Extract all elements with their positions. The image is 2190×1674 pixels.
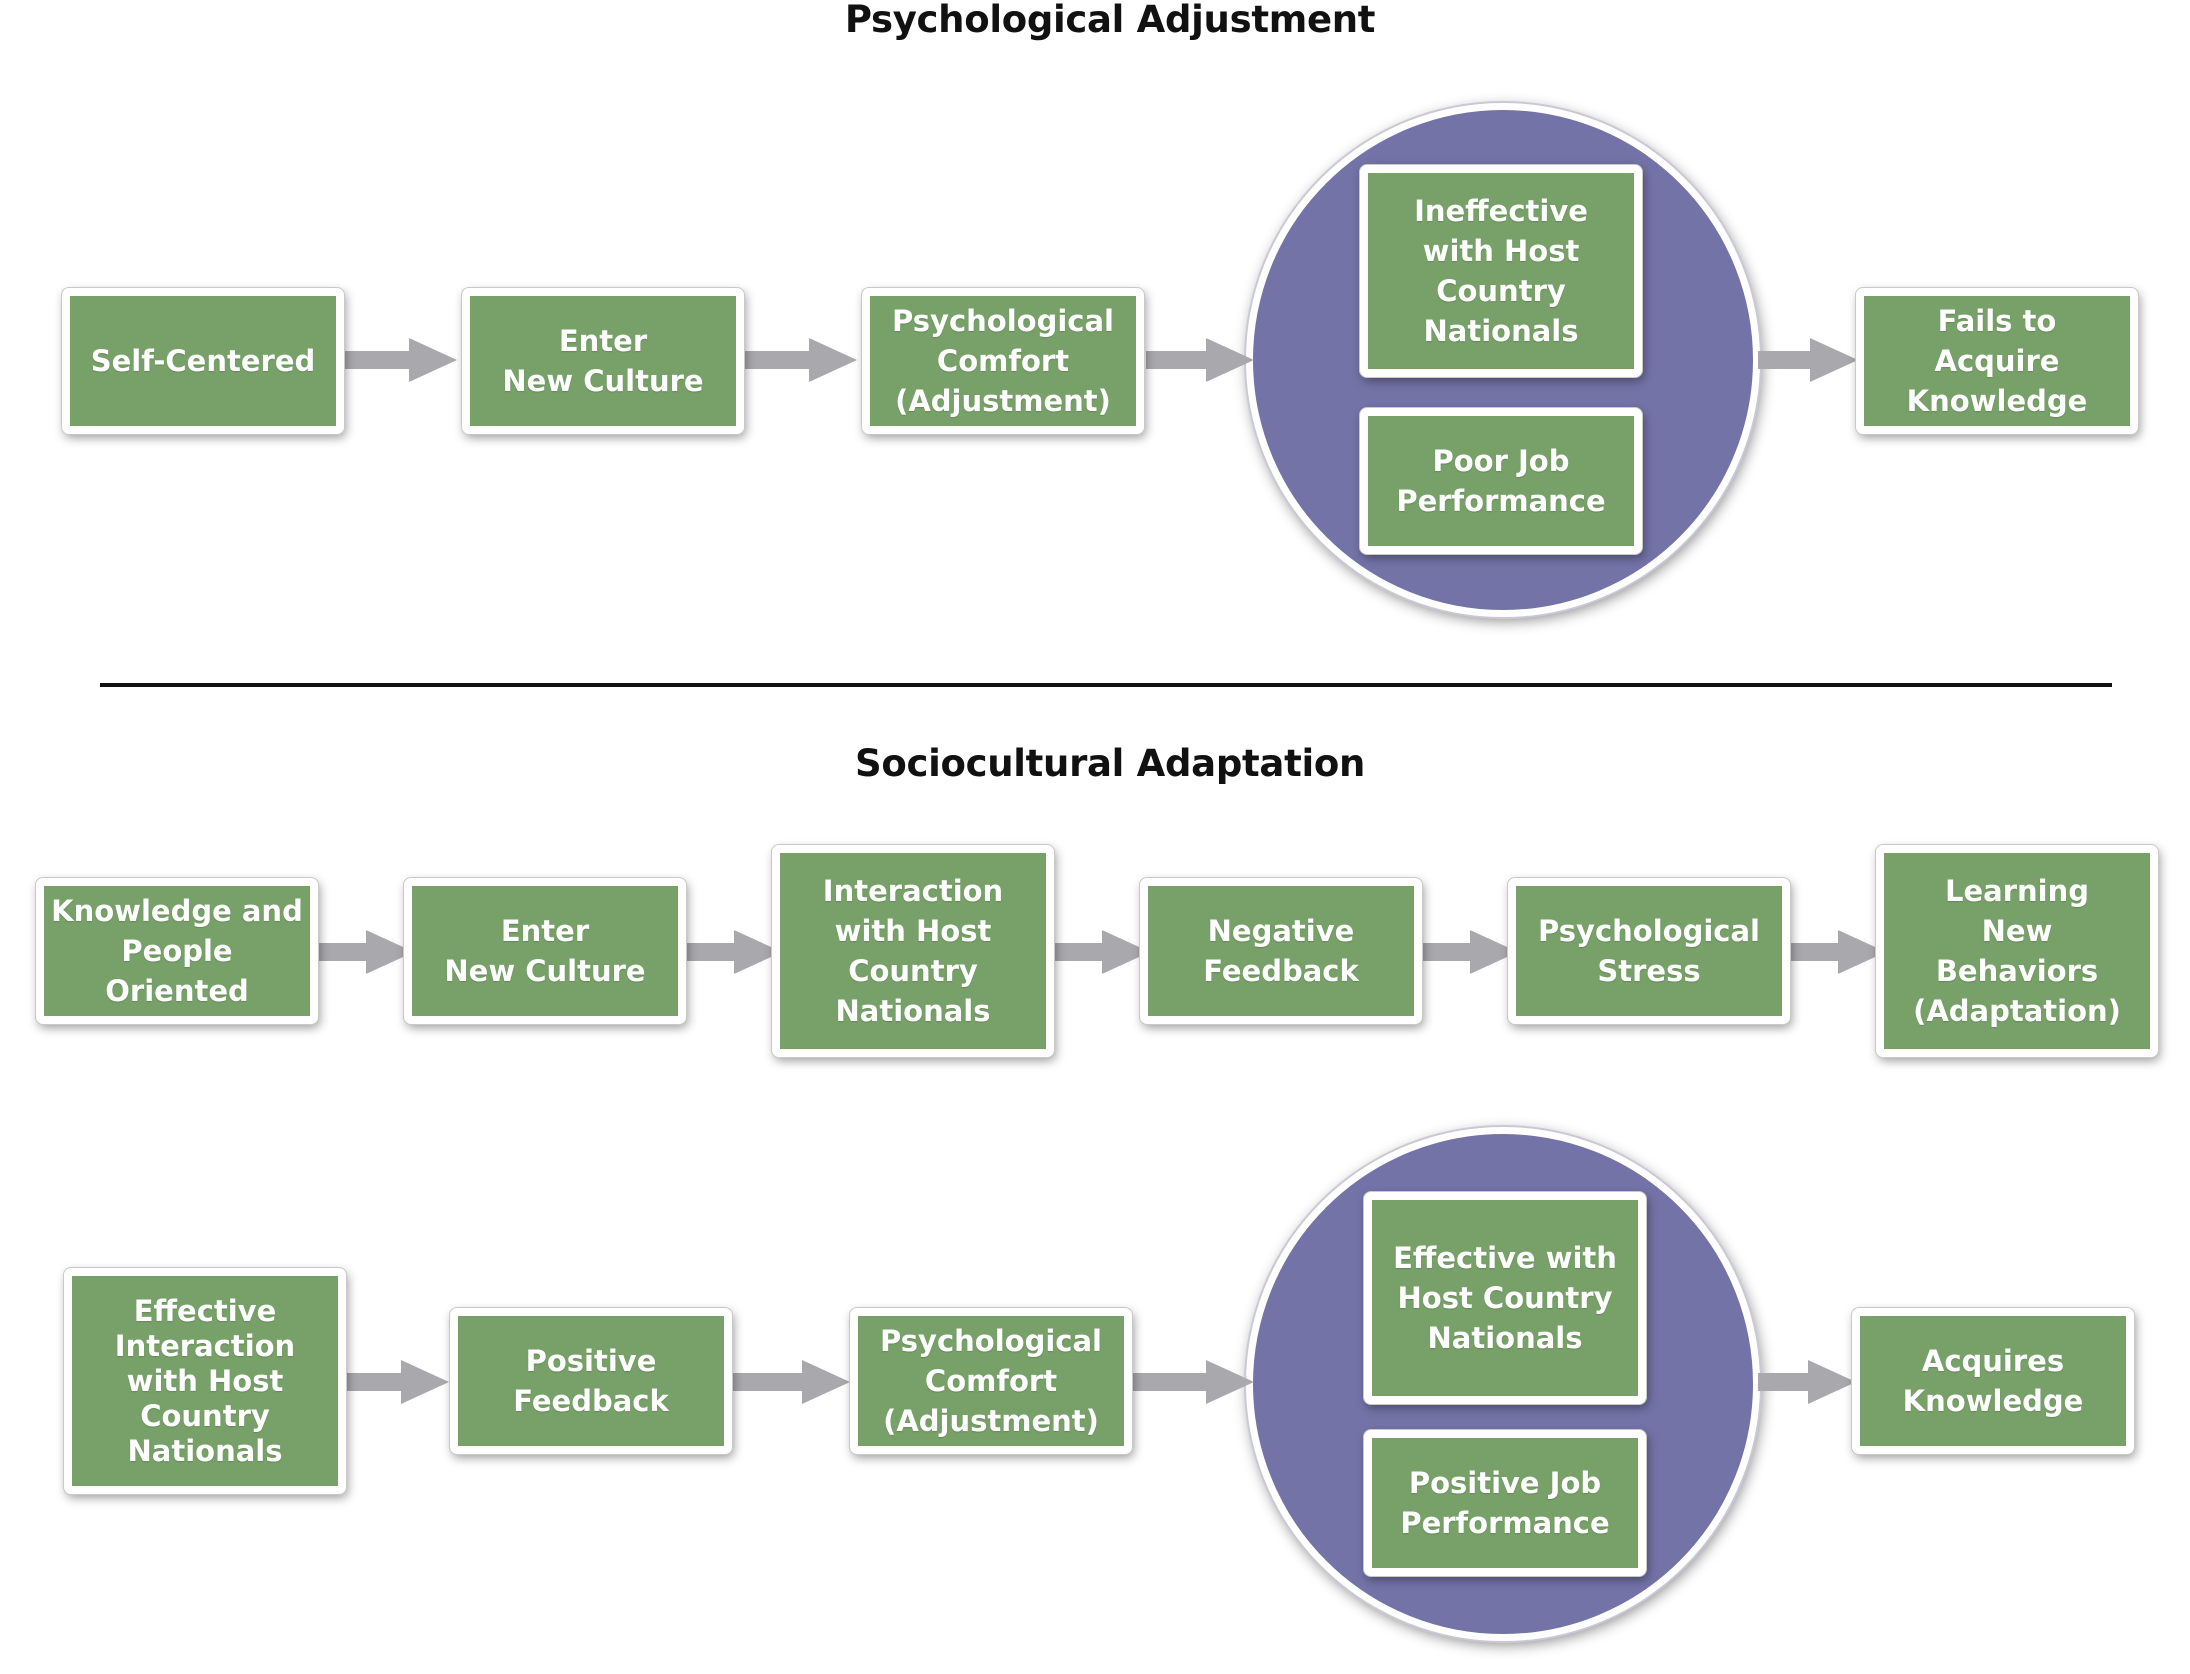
arrow-icon: [1758, 1360, 1856, 1404]
arrow-icon: [686, 930, 782, 974]
box-interaction-with-host: Interaction with Host Country Nationals: [772, 845, 1054, 1057]
arrow-icon: [1758, 338, 1858, 382]
box-psychological-comfort-2: Psychological Comfort (Adjustment): [850, 1308, 1132, 1454]
box-poor-job-performance: Poor Job Performance: [1360, 408, 1642, 554]
box-negative-feedback: Negative Feedback: [1140, 878, 1422, 1024]
box-psychological-stress: Psychological Stress: [1508, 878, 1790, 1024]
arrow-icon: [345, 1360, 449, 1404]
arrow-icon: [1790, 930, 1886, 974]
box-learning-new-behaviors: Learning New Behaviors (Adaptation): [1876, 845, 2158, 1057]
arrow-icon: [1054, 930, 1150, 974]
box-acquires-knowledge: Acquires Knowledge: [1852, 1308, 2134, 1454]
box-knowledge-and-people-oriented: Knowledge and People Oriented: [36, 878, 318, 1024]
box-fails-to-acquire-knowledge: Fails to Acquire Knowledge: [1856, 288, 2138, 434]
section-divider: [100, 683, 2112, 687]
arrow-icon: [1146, 338, 1254, 382]
box-enter-new-culture: Enter New Culture: [462, 288, 744, 434]
section-title-sociocultural-adaptation: Sociocultural Adaptation: [854, 742, 1366, 785]
arrow-icon: [745, 338, 857, 382]
arrow-icon: [1132, 1360, 1254, 1404]
box-effective-with-host: Effective with Host Country Nationals: [1364, 1192, 1646, 1404]
box-self-centered: Self-Centered: [62, 288, 344, 434]
box-positive-job-performance: Positive Job Performance: [1364, 1430, 1646, 1576]
arrow-icon: [318, 930, 414, 974]
arrow-icon: [345, 338, 457, 382]
arrow-icon: [1422, 930, 1518, 974]
box-enter-new-culture-2: Enter New Culture: [404, 878, 686, 1024]
section-title-psychological-adjustment: Psychological Adjustment: [844, 0, 1376, 41]
box-ineffective-with-host: Ineffective with Host Country Nationals: [1360, 165, 1642, 377]
arrow-icon: [730, 1360, 850, 1404]
box-positive-feedback: Positive Feedback: [450, 1308, 732, 1454]
box-psychological-comfort: Psychological Comfort (Adjustment): [862, 288, 1144, 434]
box-effective-interaction-with-host: Effective Interaction with Host Country …: [64, 1268, 346, 1494]
